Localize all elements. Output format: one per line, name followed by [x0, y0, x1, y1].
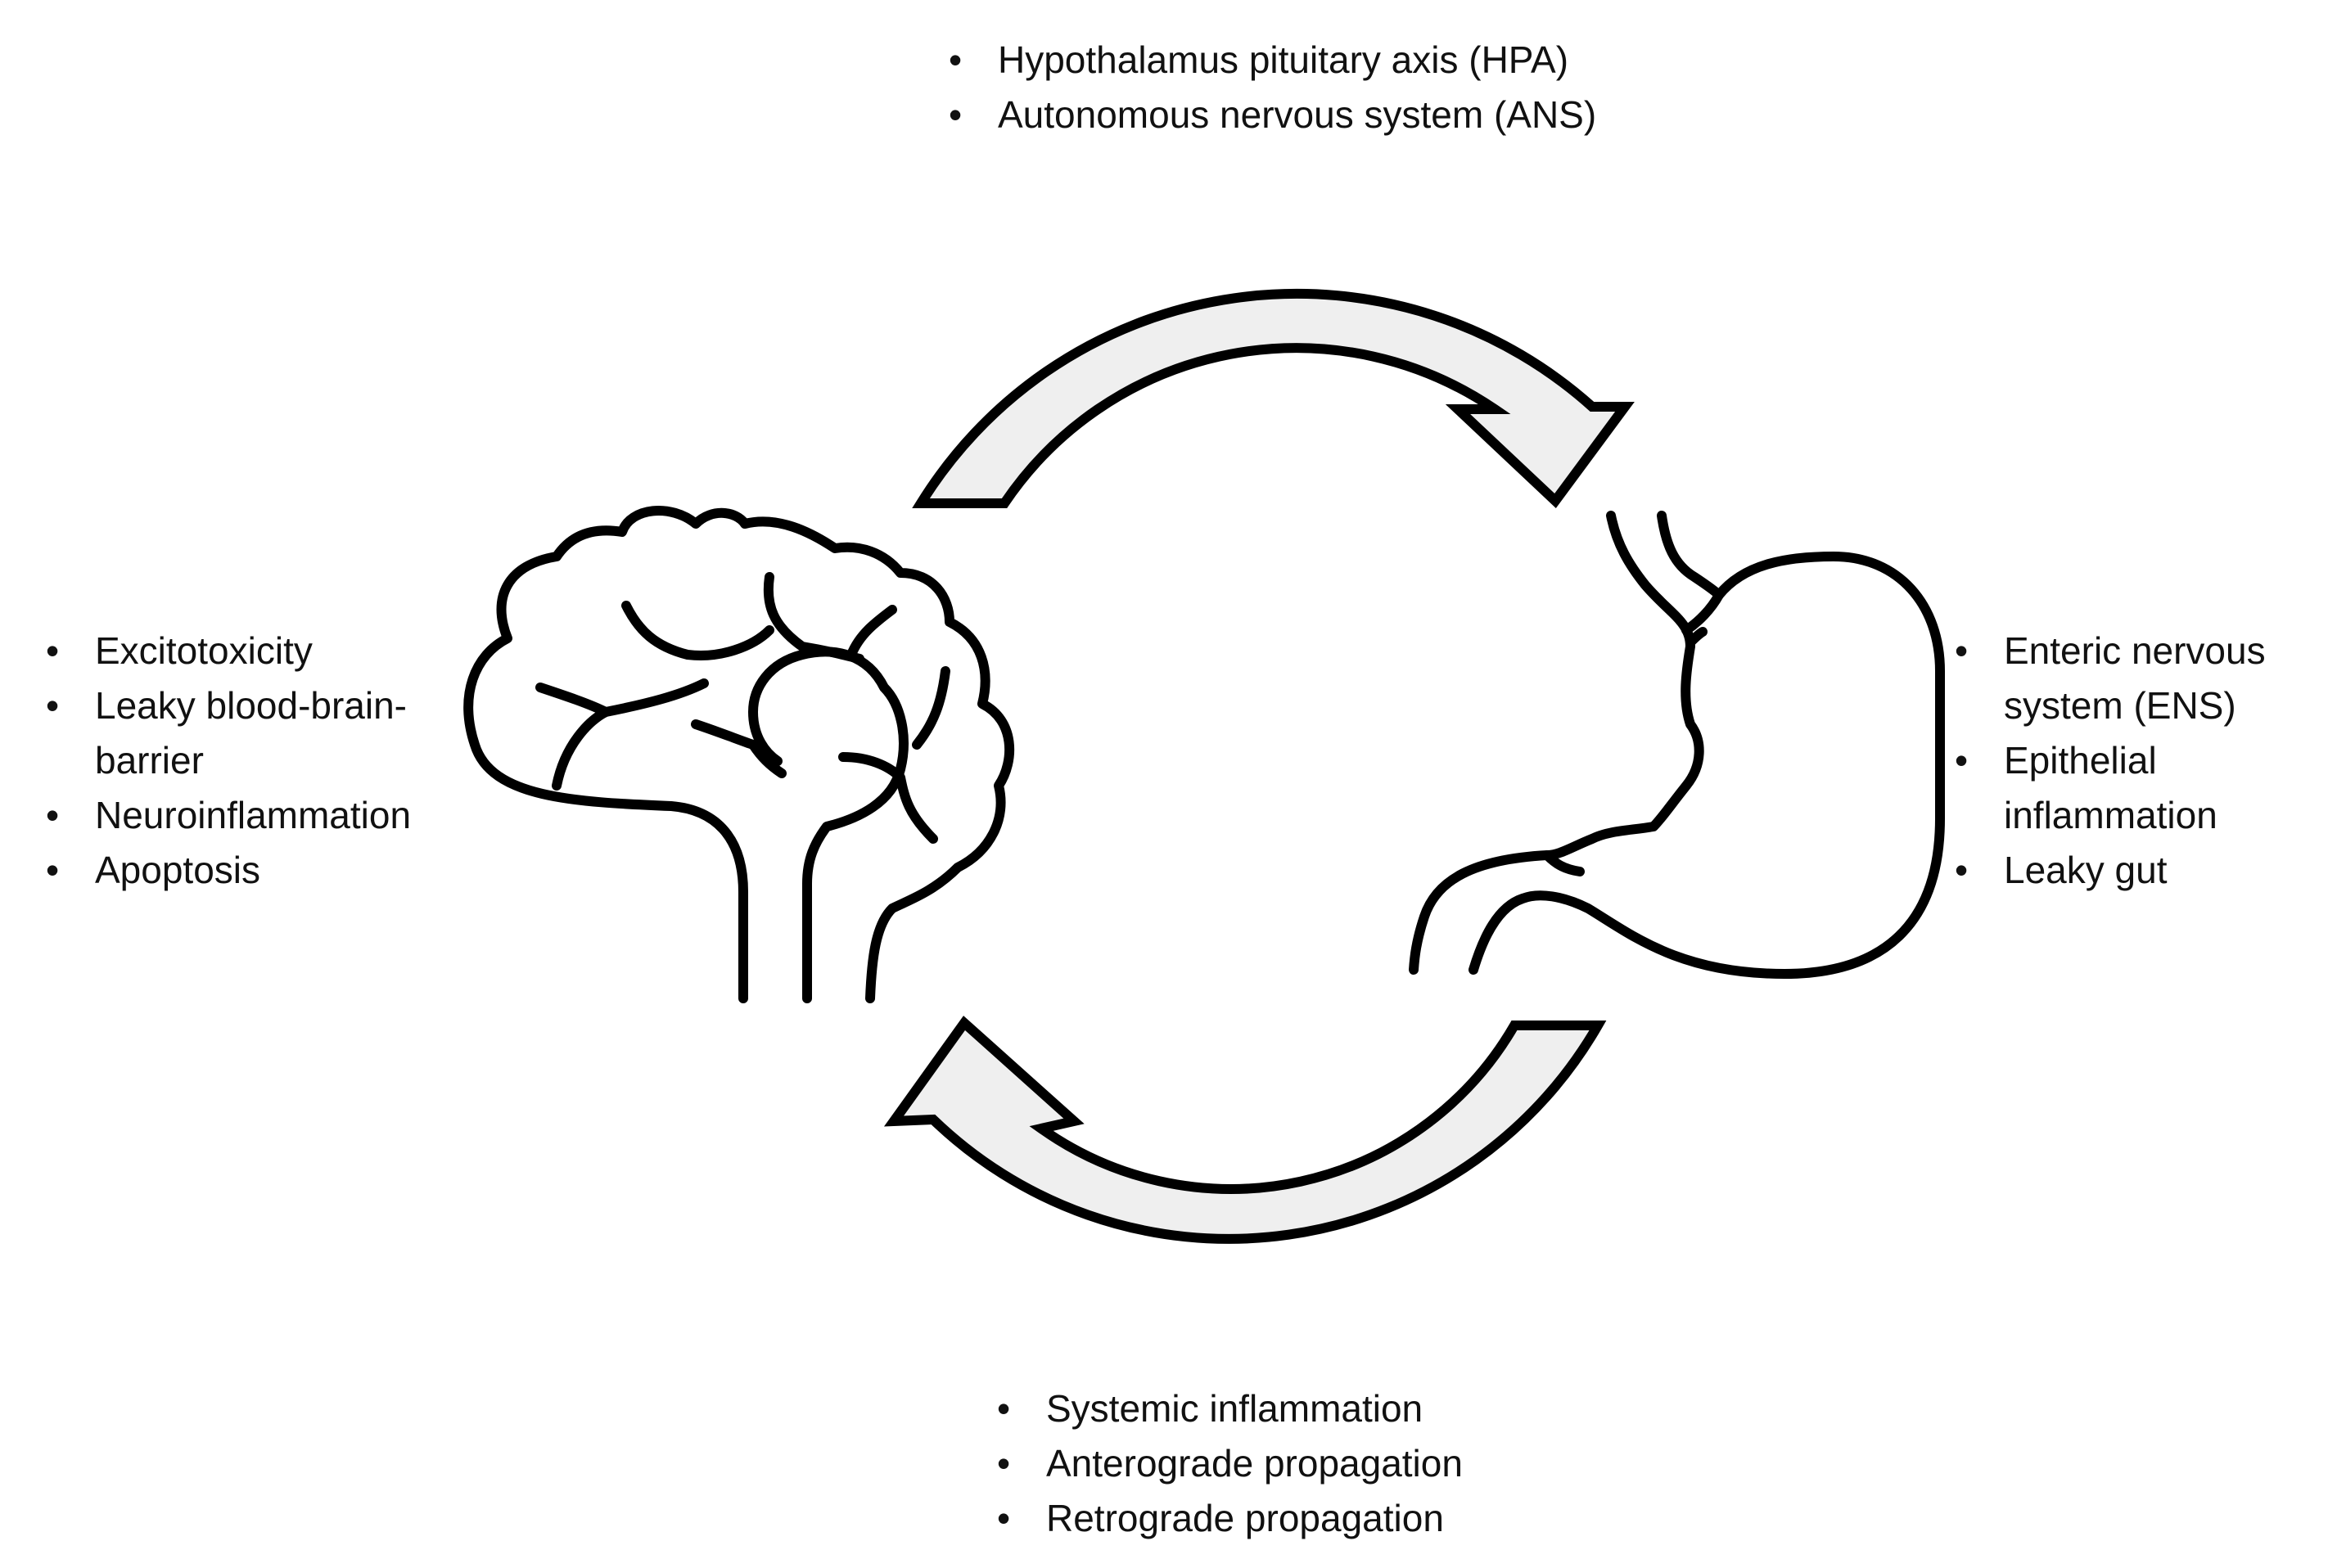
- gut-effects-list: • Enteric nervous system (ENS) • Epithelia…: [1955, 624, 2315, 898]
- list-item: • Autonomous nervous system (ANS): [949, 88, 1596, 142]
- list-item: • Anterograde propagation: [997, 1436, 1463, 1491]
- stomach-icon: [1409, 511, 1945, 979]
- list-item: • Excitotoxicity: [46, 624, 471, 678]
- arrow-brain-to-gut-icon: [912, 288, 1635, 509]
- list-item-text: Retrograde propagation: [1046, 1497, 1444, 1539]
- top-mechanisms-list: • Hypothalamus pituitary axis (HPA) • Auto…: [949, 33, 1596, 142]
- list-item: • Hypothalamus pituitary axis (HPA): [949, 33, 1596, 88]
- list-item-text: Leaky blood-brain-barrier: [95, 684, 408, 782]
- bullet: •: [1955, 629, 1969, 672]
- bullet: •: [46, 629, 60, 672]
- list-item: • Systemic inflammation: [997, 1381, 1463, 1436]
- list-item-text: Excitotoxicity: [95, 629, 313, 672]
- list-item-text: Enteric nervous system (ENS): [2004, 629, 2266, 727]
- bullet: •: [997, 1497, 1011, 1539]
- list-item-text: Hypothalamus pituitary axis (HPA): [998, 38, 1569, 81]
- bullet: •: [949, 93, 963, 136]
- bullet: •: [1955, 739, 1969, 782]
- bottom-mechanisms-list: • Systemic inflammation • Anterograde prop…: [997, 1381, 1463, 1546]
- bullet: •: [46, 794, 60, 836]
- list-item-text: Systemic inflammation: [1046, 1387, 1423, 1430]
- brain-icon: [463, 506, 1015, 1003]
- arrow-gut-to-brain-icon: [883, 1016, 1607, 1244]
- bullet: •: [997, 1387, 1011, 1430]
- bullet: •: [1955, 849, 1969, 891]
- list-item: • Apoptosis: [46, 843, 471, 898]
- list-item-text: Anterograde propagation: [1046, 1442, 1463, 1485]
- list-item: • Epithelial inflammation: [1955, 733, 2315, 843]
- bullet: •: [997, 1442, 1011, 1485]
- list-item-text: Neuroinflammation: [95, 794, 412, 836]
- list-item-text: Leaky gut: [2004, 849, 2168, 891]
- bullet: •: [46, 849, 60, 891]
- list-item: • Neuroinflammation: [46, 788, 471, 843]
- list-item: • Leaky gut: [1955, 843, 2315, 898]
- list-item: • Retrograde propagation: [997, 1491, 1463, 1546]
- list-item: • Enteric nervous system (ENS): [1955, 624, 2315, 733]
- bullet: •: [46, 684, 60, 727]
- bullet: •: [949, 38, 963, 81]
- list-item-text: Apoptosis: [95, 849, 261, 891]
- list-item-text: Autonomous nervous system (ANS): [998, 93, 1597, 136]
- brain-effects-list: • Excitotoxicity • Leaky blood-brain-barri…: [46, 624, 471, 898]
- list-item: • Leaky blood-brain-barrier: [46, 678, 471, 788]
- list-item-text: Epithelial inflammation: [2004, 739, 2217, 836]
